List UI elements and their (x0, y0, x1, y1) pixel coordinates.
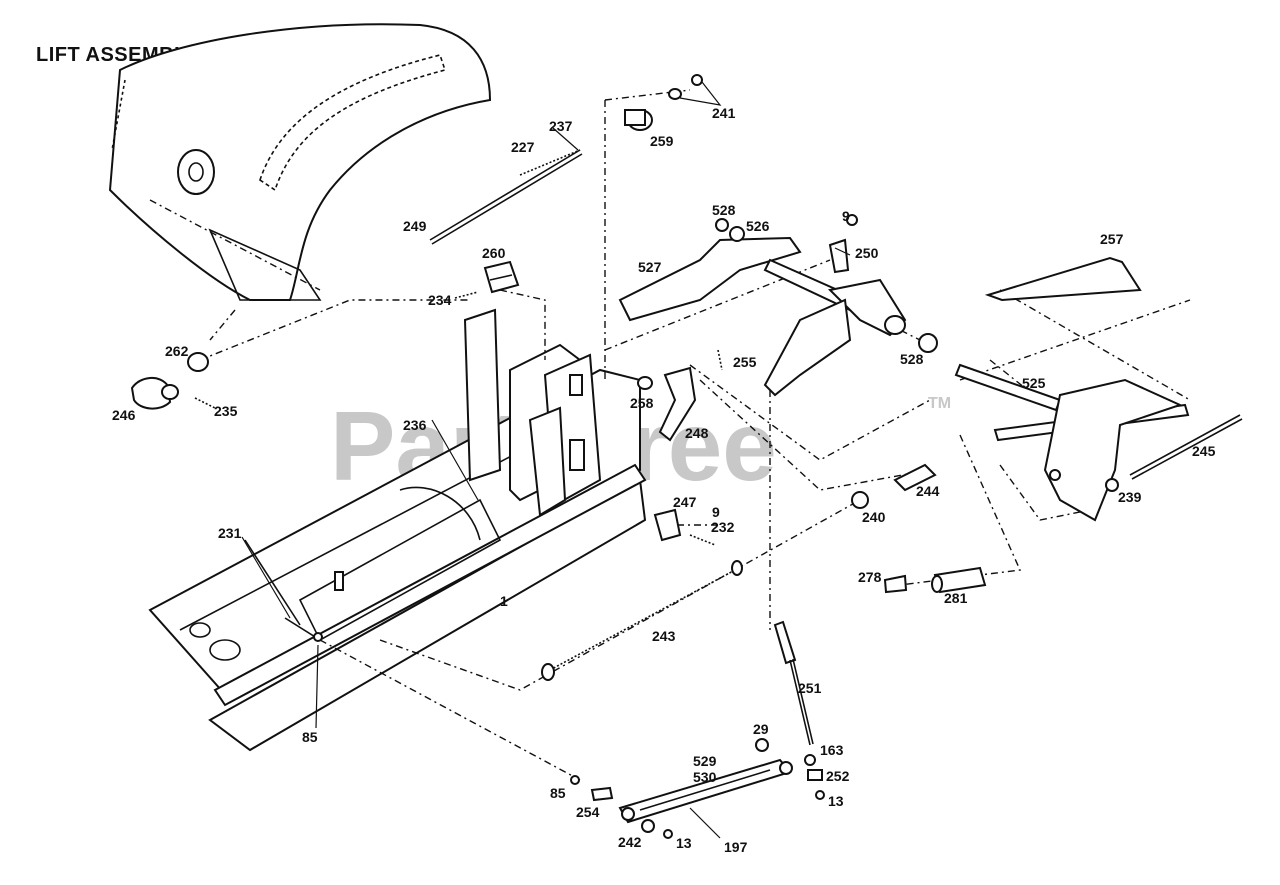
label-234: 234 (428, 292, 452, 308)
knob-259 (624, 74, 722, 131)
label-1: 1 (500, 593, 508, 609)
label-235: 235 (214, 403, 238, 419)
watermark-trademark: TM (928, 395, 951, 412)
label-278: 278 (858, 569, 882, 585)
label-247: 247 (673, 494, 697, 510)
label-254: 254 (576, 804, 600, 820)
plate-assembly (1043, 378, 1243, 522)
label-197: 197 (724, 839, 748, 855)
label-239: 239 (1118, 489, 1142, 505)
label-163: 163 (820, 742, 844, 758)
label-251: 251 (798, 680, 822, 696)
label-249: 249 (403, 218, 427, 234)
label-85b: 85 (550, 785, 566, 801)
label-248: 248 (685, 425, 709, 441)
label-242: 242 (618, 834, 642, 850)
label-527: 527 (638, 259, 662, 275)
label-85a: 85 (302, 729, 318, 745)
leader-lines (241, 127, 851, 729)
label-252: 252 (826, 768, 850, 784)
clamp-247 (653, 508, 716, 546)
rod-251 (773, 620, 814, 746)
label-232: 232 (711, 519, 735, 535)
label-245: 245 (1192, 443, 1216, 459)
label-244: 244 (916, 483, 940, 499)
part-labels: 241 259 237 227 249 260 234 528 526 9 25… (112, 105, 1216, 855)
link-529 (570, 738, 825, 839)
fender-body (108, 23, 492, 301)
label-243: 243 (652, 628, 676, 644)
clip-260 (454, 260, 520, 299)
bushing-528 (918, 333, 938, 353)
lever-248 (637, 349, 723, 442)
lift-shaft-250 (763, 214, 907, 397)
label-262: 262 (165, 343, 189, 359)
label-528a: 528 (712, 202, 736, 218)
spacer-240 (851, 491, 869, 509)
label-29: 29 (753, 721, 769, 737)
label-9b: 9 (712, 504, 720, 520)
label-9a: 9 (842, 208, 850, 224)
lift-arm-527 (618, 218, 802, 322)
label-246: 246 (112, 407, 136, 423)
label-260: 260 (482, 245, 506, 261)
label-241: 241 (712, 105, 736, 121)
label-240: 240 (862, 509, 886, 525)
spring-243 (541, 560, 743, 681)
label-529: 529 (693, 753, 717, 769)
label-257: 257 (1100, 231, 1124, 247)
bolt-249 (429, 149, 583, 245)
pedal-244 (893, 463, 937, 492)
label-528b: 528 (900, 351, 924, 367)
label-13a: 13 (828, 793, 844, 809)
label-525: 525 (1022, 375, 1046, 391)
label-231: 231 (218, 525, 242, 541)
label-236: 236 (403, 417, 427, 433)
label-530: 530 (693, 769, 717, 785)
label-13b: 13 (676, 835, 692, 851)
label-526: 526 (746, 218, 770, 234)
label-258: 258 (630, 395, 654, 411)
label-255: 255 (733, 354, 757, 370)
label-250: 250 (855, 245, 879, 261)
knob-246 (130, 352, 216, 410)
bolt-231 (244, 539, 323, 642)
pedal-257 (984, 256, 1142, 302)
label-259: 259 (650, 133, 674, 149)
lift-bracket (463, 308, 602, 517)
label-281: 281 (944, 590, 968, 606)
label-227: 227 (511, 139, 535, 155)
sleeve-281 (883, 566, 987, 594)
label-237: 237 (549, 118, 573, 134)
